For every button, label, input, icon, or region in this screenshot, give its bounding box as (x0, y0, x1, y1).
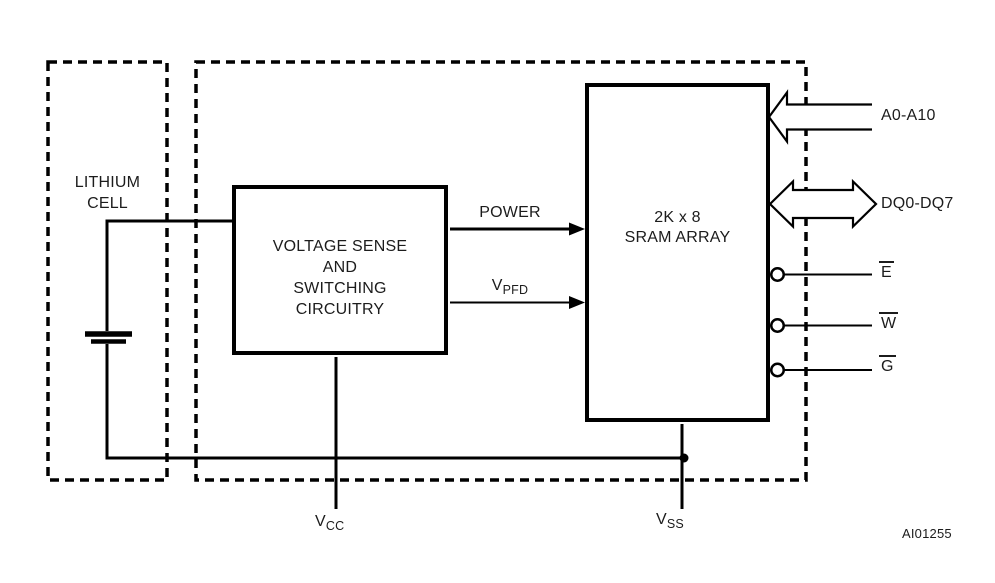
vcc-base: V (315, 513, 326, 530)
vcc-label: VCC (315, 513, 345, 533)
voltage-sense-label: VOLTAGE SENSE AND SWITCHING CIRCUITRY (272, 238, 408, 318)
output-enable-bubble-icon (770, 362, 785, 378)
lithium-cell-label: LITHIUM CELL (74, 174, 141, 212)
write-enable-bubble-icon (770, 318, 785, 333)
chip-enable-bubble-icon (770, 267, 785, 282)
sram-array-block: 2K x 8 SRAM ARRAY (585, 83, 770, 422)
write-enable-label: W (879, 312, 899, 333)
figure-id: AI01255 (902, 526, 952, 541)
data-bus-label: DQ0-DQ7 (881, 195, 954, 212)
vpfd-signal-label: VPFD (440, 277, 580, 297)
junction-dot (679, 453, 689, 463)
vpfd-subscript: PFD (502, 283, 529, 297)
address-bus-arrow-icon (767, 89, 872, 145)
vpfd-arrowhead-icon (569, 296, 585, 309)
voltage-sense-block: VOLTAGE SENSE AND SWITCHING CIRCUITRY (232, 185, 448, 355)
chip-enable-label: E (879, 261, 894, 282)
vcc-subscript: CC (325, 519, 345, 533)
battery-top-wire (105, 219, 234, 331)
power-arrowhead-icon (569, 222, 585, 236)
vss-subscript: SS (666, 517, 684, 531)
output-enable-label: G (879, 355, 896, 376)
vss-base: V (656, 511, 667, 528)
vpfd-base: V (491, 277, 503, 294)
address-bus-label: A0-A10 (881, 107, 936, 124)
data-bus-arrow-icon (768, 178, 878, 230)
battery-boundary-box (46, 60, 169, 482)
power-signal-label: POWER (479, 204, 541, 221)
vss-label: VSS (656, 511, 684, 531)
sram-array-label: 2K x 8 SRAM ARRAY (624, 209, 731, 246)
